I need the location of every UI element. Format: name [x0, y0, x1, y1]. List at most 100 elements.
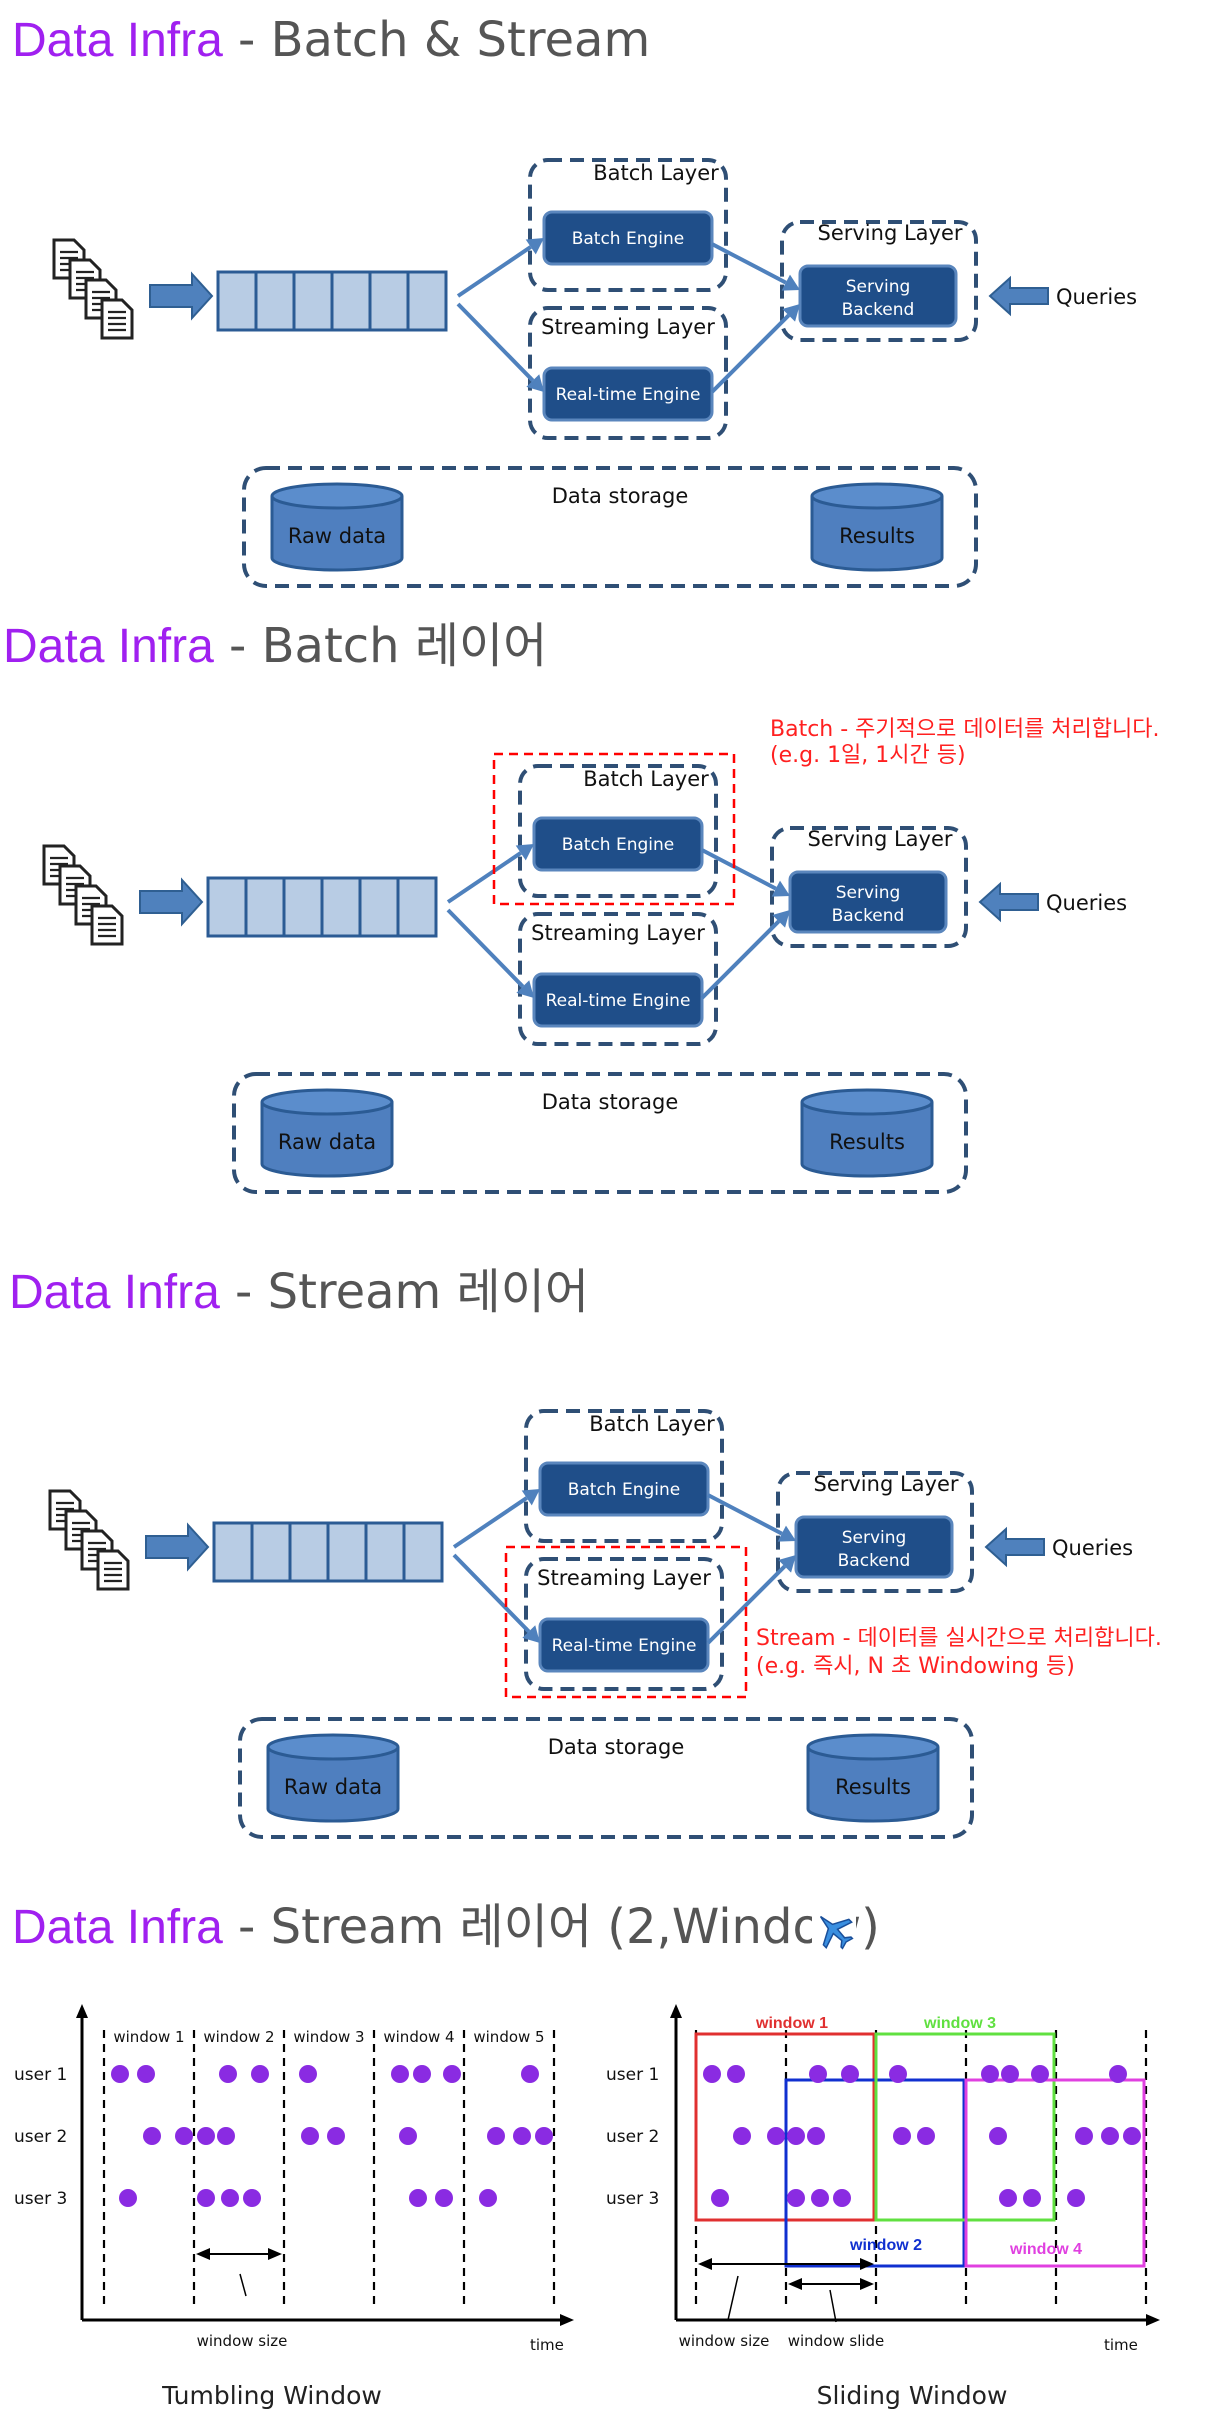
raw-data-cylinder-top — [266, 1733, 400, 1761]
event-dot — [1023, 2189, 1041, 2207]
tumbling-window-size-arrow-head-left — [196, 2248, 210, 2260]
event-dot — [999, 2189, 1017, 2207]
brand-text: Data Infra — [12, 1901, 223, 1954]
raw-data-cylinder-body — [270, 496, 404, 572]
results-cylinder-top — [810, 482, 944, 510]
serving-layer-box — [770, 826, 968, 948]
event-dot — [197, 2189, 215, 2207]
serving-layer-label: Serving Layer — [813, 1472, 958, 1496]
subtitle-text: Stream 레이어 — [267, 1264, 590, 1320]
y-axis-arrow — [670, 2004, 682, 2018]
serving-layer-label: Serving Layer — [817, 221, 962, 245]
event-dot — [1075, 2127, 1093, 2145]
event-dot — [217, 2127, 235, 2145]
batch-engine-label: Batch Engine — [568, 1480, 681, 1500]
event-dot — [1001, 2065, 1019, 2083]
event-dot — [327, 2127, 345, 2145]
stream-highlight-box — [504, 1545, 748, 1699]
raw-data-cylinder-label: Raw data — [278, 1130, 376, 1154]
flow-arrow-line — [452, 1553, 531, 1633]
tumbling-window-size-arrow-head-right — [268, 2248, 282, 2260]
event-dot — [119, 2189, 137, 2207]
event-dot — [409, 2189, 427, 2207]
flow-arrow-head — [771, 880, 790, 897]
window-label: window 4 — [383, 2028, 454, 2046]
raw-data-cylinder-body — [266, 1747, 400, 1823]
event-dot — [435, 2189, 453, 2207]
queue-cell — [212, 1521, 254, 1583]
serving-backend-box — [794, 1515, 954, 1579]
realtime-engine-label: Real-time Engine — [556, 385, 701, 405]
time-label: time — [1104, 2336, 1138, 2354]
results-cylinder-body — [806, 1747, 940, 1823]
event-dot — [221, 2189, 239, 2207]
flow-arrow-line — [711, 242, 787, 285]
queries-label: Queries — [1056, 285, 1137, 309]
tumbling-caption: Tumbling Window — [161, 2381, 382, 2410]
window-label: window 5 — [473, 2028, 544, 2046]
event-dot — [1031, 2065, 1049, 2083]
flow-arrow-line — [456, 245, 532, 298]
serving-layer-box — [776, 1471, 974, 1593]
window-size-pointer — [727, 2275, 739, 2321]
event-dot — [1067, 2189, 1085, 2207]
x-axis-arrow — [1146, 2314, 1160, 2326]
streaming-layer-box — [524, 1557, 724, 1691]
results-cylinder-top — [806, 1733, 940, 1761]
serving-backend-label-2: Backend — [838, 1551, 911, 1571]
batch-layer-label: Batch Layer — [583, 767, 709, 791]
flow-arrow-head — [772, 910, 790, 928]
sliding-window-slide-label: window slide — [788, 2332, 885, 2350]
results-cylinder-top — [800, 1088, 934, 1116]
documents-icon — [52, 238, 134, 340]
flow-arrow-head — [781, 274, 800, 291]
y-axis-arrow — [76, 2004, 88, 2018]
event-dot — [811, 2189, 829, 2207]
batch-engine-label: Batch Engine — [572, 229, 685, 249]
batch-layer-box — [524, 1409, 724, 1543]
batch-layer-label: Batch Layer — [589, 1412, 715, 1436]
queries-block-arrow — [978, 881, 1039, 923]
event-dot — [809, 2065, 827, 2083]
event-dot — [521, 2065, 539, 2083]
realtime-engine-label: Real-time Engine — [546, 991, 691, 1011]
results-cylinder-body — [810, 496, 944, 572]
window-label: window 1 — [113, 2028, 184, 2046]
sliding-window-label: window 2 — [849, 2237, 922, 2254]
flow-arrow-head — [777, 1525, 796, 1542]
serving-backend-label-1: Serving — [842, 1528, 907, 1548]
queue-cell — [254, 270, 296, 332]
data-storage-label: Data storage — [542, 1090, 679, 1114]
section-title-3: Data Infra - Stream 레이어 — [9, 1264, 590, 1320]
batch-layer-box — [518, 764, 718, 898]
section-title-2: Data Infra - Batch 레이어 — [3, 618, 548, 674]
raw-data-cylinder-top — [270, 482, 404, 510]
queue-cell — [364, 1521, 406, 1583]
event-dot — [733, 2127, 751, 2145]
flow-arrow-line — [701, 848, 777, 891]
queue-cell — [292, 270, 334, 332]
event-dot — [535, 2127, 553, 2145]
streaming-layer-label: Streaming Layer — [531, 921, 705, 945]
flow-arrow-head — [515, 844, 534, 861]
queue-cell — [358, 876, 400, 938]
realtime-engine-box — [542, 366, 714, 422]
results-cylinder-label: Results — [829, 1130, 905, 1154]
batch-note-line-2: (e.g. 1일, 1시간 등) — [770, 743, 966, 768]
flow-arrow-line — [456, 302, 535, 382]
queue-cell — [368, 270, 410, 332]
serving-backend-label-2: Backend — [832, 906, 905, 926]
sliding-window-slide-arrow-head-left — [788, 2278, 802, 2290]
queries-block-arrow — [984, 1526, 1045, 1568]
streaming-layer-label: Streaming Layer — [537, 1566, 711, 1590]
serving-backend-label-2: Backend — [842, 300, 915, 320]
sliding-window-size-label: window size — [679, 2332, 770, 2350]
flow-arrow-line — [700, 919, 781, 1000]
event-dot — [807, 2127, 825, 2145]
airplane-icon — [812, 1908, 856, 1952]
flow-arrow-line — [452, 1496, 528, 1549]
raw-data-cylinder-body — [260, 1102, 394, 1178]
